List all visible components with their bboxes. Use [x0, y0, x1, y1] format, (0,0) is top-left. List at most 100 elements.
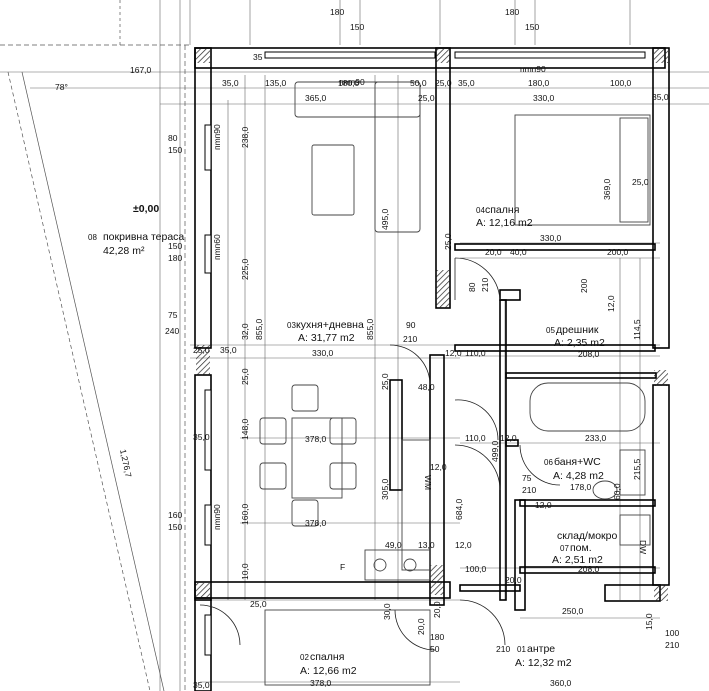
room-name-living: кухня+дневна	[296, 319, 364, 331]
dim: 12,0	[606, 295, 616, 312]
dim: 148,0	[240, 418, 250, 440]
dim: 20,0	[416, 618, 426, 635]
dim: 210	[480, 278, 490, 292]
dim: 20,0	[485, 247, 502, 257]
dim: 330,0	[533, 93, 555, 103]
dim: 60,0	[612, 483, 622, 500]
level-mark: ±0,00	[133, 203, 159, 215]
labels: ±0,00 78° 08 покривна тераса 42,28 m² 03…	[55, 7, 679, 690]
dim: 495,0	[380, 208, 390, 230]
angle-label: 78°	[55, 82, 68, 92]
walls	[194, 47, 670, 691]
room-num-03: 03	[287, 321, 296, 330]
dim: 180	[430, 632, 444, 642]
windows	[204, 51, 646, 656]
dim: 330,0	[540, 233, 562, 243]
dim: 200,0	[607, 247, 629, 257]
room-area-bed04: A: 12,16 m2	[476, 217, 533, 229]
dim: 25,0	[443, 233, 453, 250]
terrace-railing	[0, 0, 190, 691]
dim: 180,0	[338, 78, 360, 88]
dim: 180	[330, 7, 344, 17]
dim: 378,0	[310, 678, 332, 688]
room-name-bed02: спалня	[310, 651, 344, 663]
dim: 12,0	[455, 540, 472, 550]
dim: 25,0	[193, 345, 210, 355]
dim: 369,0	[602, 178, 612, 200]
room-num-06: 06	[544, 458, 553, 467]
dim: 378,0	[305, 518, 327, 528]
room-name-storage: пом.	[570, 542, 592, 554]
window-label: пmп90	[212, 504, 222, 530]
dim: 200	[579, 279, 589, 293]
dim: 238,0	[240, 126, 250, 148]
dim: 178,0	[570, 482, 592, 492]
room-name-entry: антре	[527, 643, 555, 655]
dim: 100,0	[610, 78, 632, 88]
dim: 150	[168, 241, 182, 251]
dim: 50,0	[410, 78, 427, 88]
dim: 150	[168, 145, 182, 155]
dim: 684,0	[454, 498, 464, 520]
dim: 10,0	[240, 563, 250, 580]
room-name-storage-top: склад/мокро	[557, 530, 617, 542]
room-num-05: 05	[546, 326, 555, 335]
dim: 150	[525, 22, 539, 32]
dim: 13,0	[418, 540, 435, 550]
dim: 35,0	[220, 345, 237, 355]
dim: 150	[350, 22, 364, 32]
dim: 114,5	[632, 319, 642, 340]
dim: 210	[403, 334, 417, 344]
dim: 49,0	[385, 540, 402, 550]
dim: 12,0	[430, 462, 447, 472]
dim: 15,0	[644, 613, 654, 630]
dim: 50	[430, 644, 440, 654]
window-label: пmп90	[339, 77, 365, 87]
dim: 160	[168, 510, 182, 520]
dim: 12,0	[445, 348, 462, 358]
furniture	[259, 81, 651, 686]
dim: 25,0	[250, 599, 267, 609]
dim: 365,0	[305, 93, 327, 103]
dim: 150	[168, 522, 182, 532]
room-name-bath: баня+WC	[554, 456, 601, 468]
room-area-closet: A: 2,35 m2	[554, 337, 605, 349]
dim: 167,0	[130, 65, 152, 75]
room-area-storage: A: 2,51 m2	[552, 554, 603, 566]
dim: 1,276,7	[118, 448, 134, 478]
room-area-bath: A: 4,28 m2	[553, 470, 604, 482]
dim: 180,0	[528, 78, 550, 88]
room-name-bed04: спалня	[485, 204, 519, 216]
dim: 378,0	[305, 434, 327, 444]
dim: 233,0	[585, 433, 607, 443]
dim: 210	[522, 485, 536, 495]
dim: 210	[665, 640, 679, 650]
dishwasher-label: DW	[638, 540, 648, 554]
dim: 330,0	[312, 348, 334, 358]
dim: 100	[665, 628, 679, 638]
wall-hatch	[196, 49, 668, 601]
dim: 180	[505, 7, 519, 17]
dim: 20,0	[432, 601, 442, 618]
dim: 25,0	[418, 93, 435, 103]
dim: 135,0	[265, 78, 287, 88]
window-label: пmп60	[212, 234, 222, 260]
dim: 12,0	[535, 500, 552, 510]
room-area-terrace: 42,28 m²	[103, 245, 145, 257]
dim: 25,0	[240, 368, 250, 385]
dim: 855,0	[365, 318, 375, 340]
dim: 208,0	[578, 564, 600, 574]
dim: 210	[496, 644, 510, 654]
room-num-04: 04	[476, 206, 485, 215]
dim: 40,0	[510, 247, 527, 257]
dim: 35,0	[193, 680, 210, 690]
dim: 225,0	[240, 258, 250, 280]
dim: 48,0	[418, 382, 435, 392]
dim: 250,0	[562, 606, 584, 616]
doors	[199, 257, 561, 651]
fridge-label: F	[340, 562, 345, 572]
dim: 305,0	[380, 478, 390, 500]
dim: 25,0	[380, 373, 390, 390]
dim: 35	[253, 52, 263, 62]
dim: 240	[165, 326, 179, 336]
